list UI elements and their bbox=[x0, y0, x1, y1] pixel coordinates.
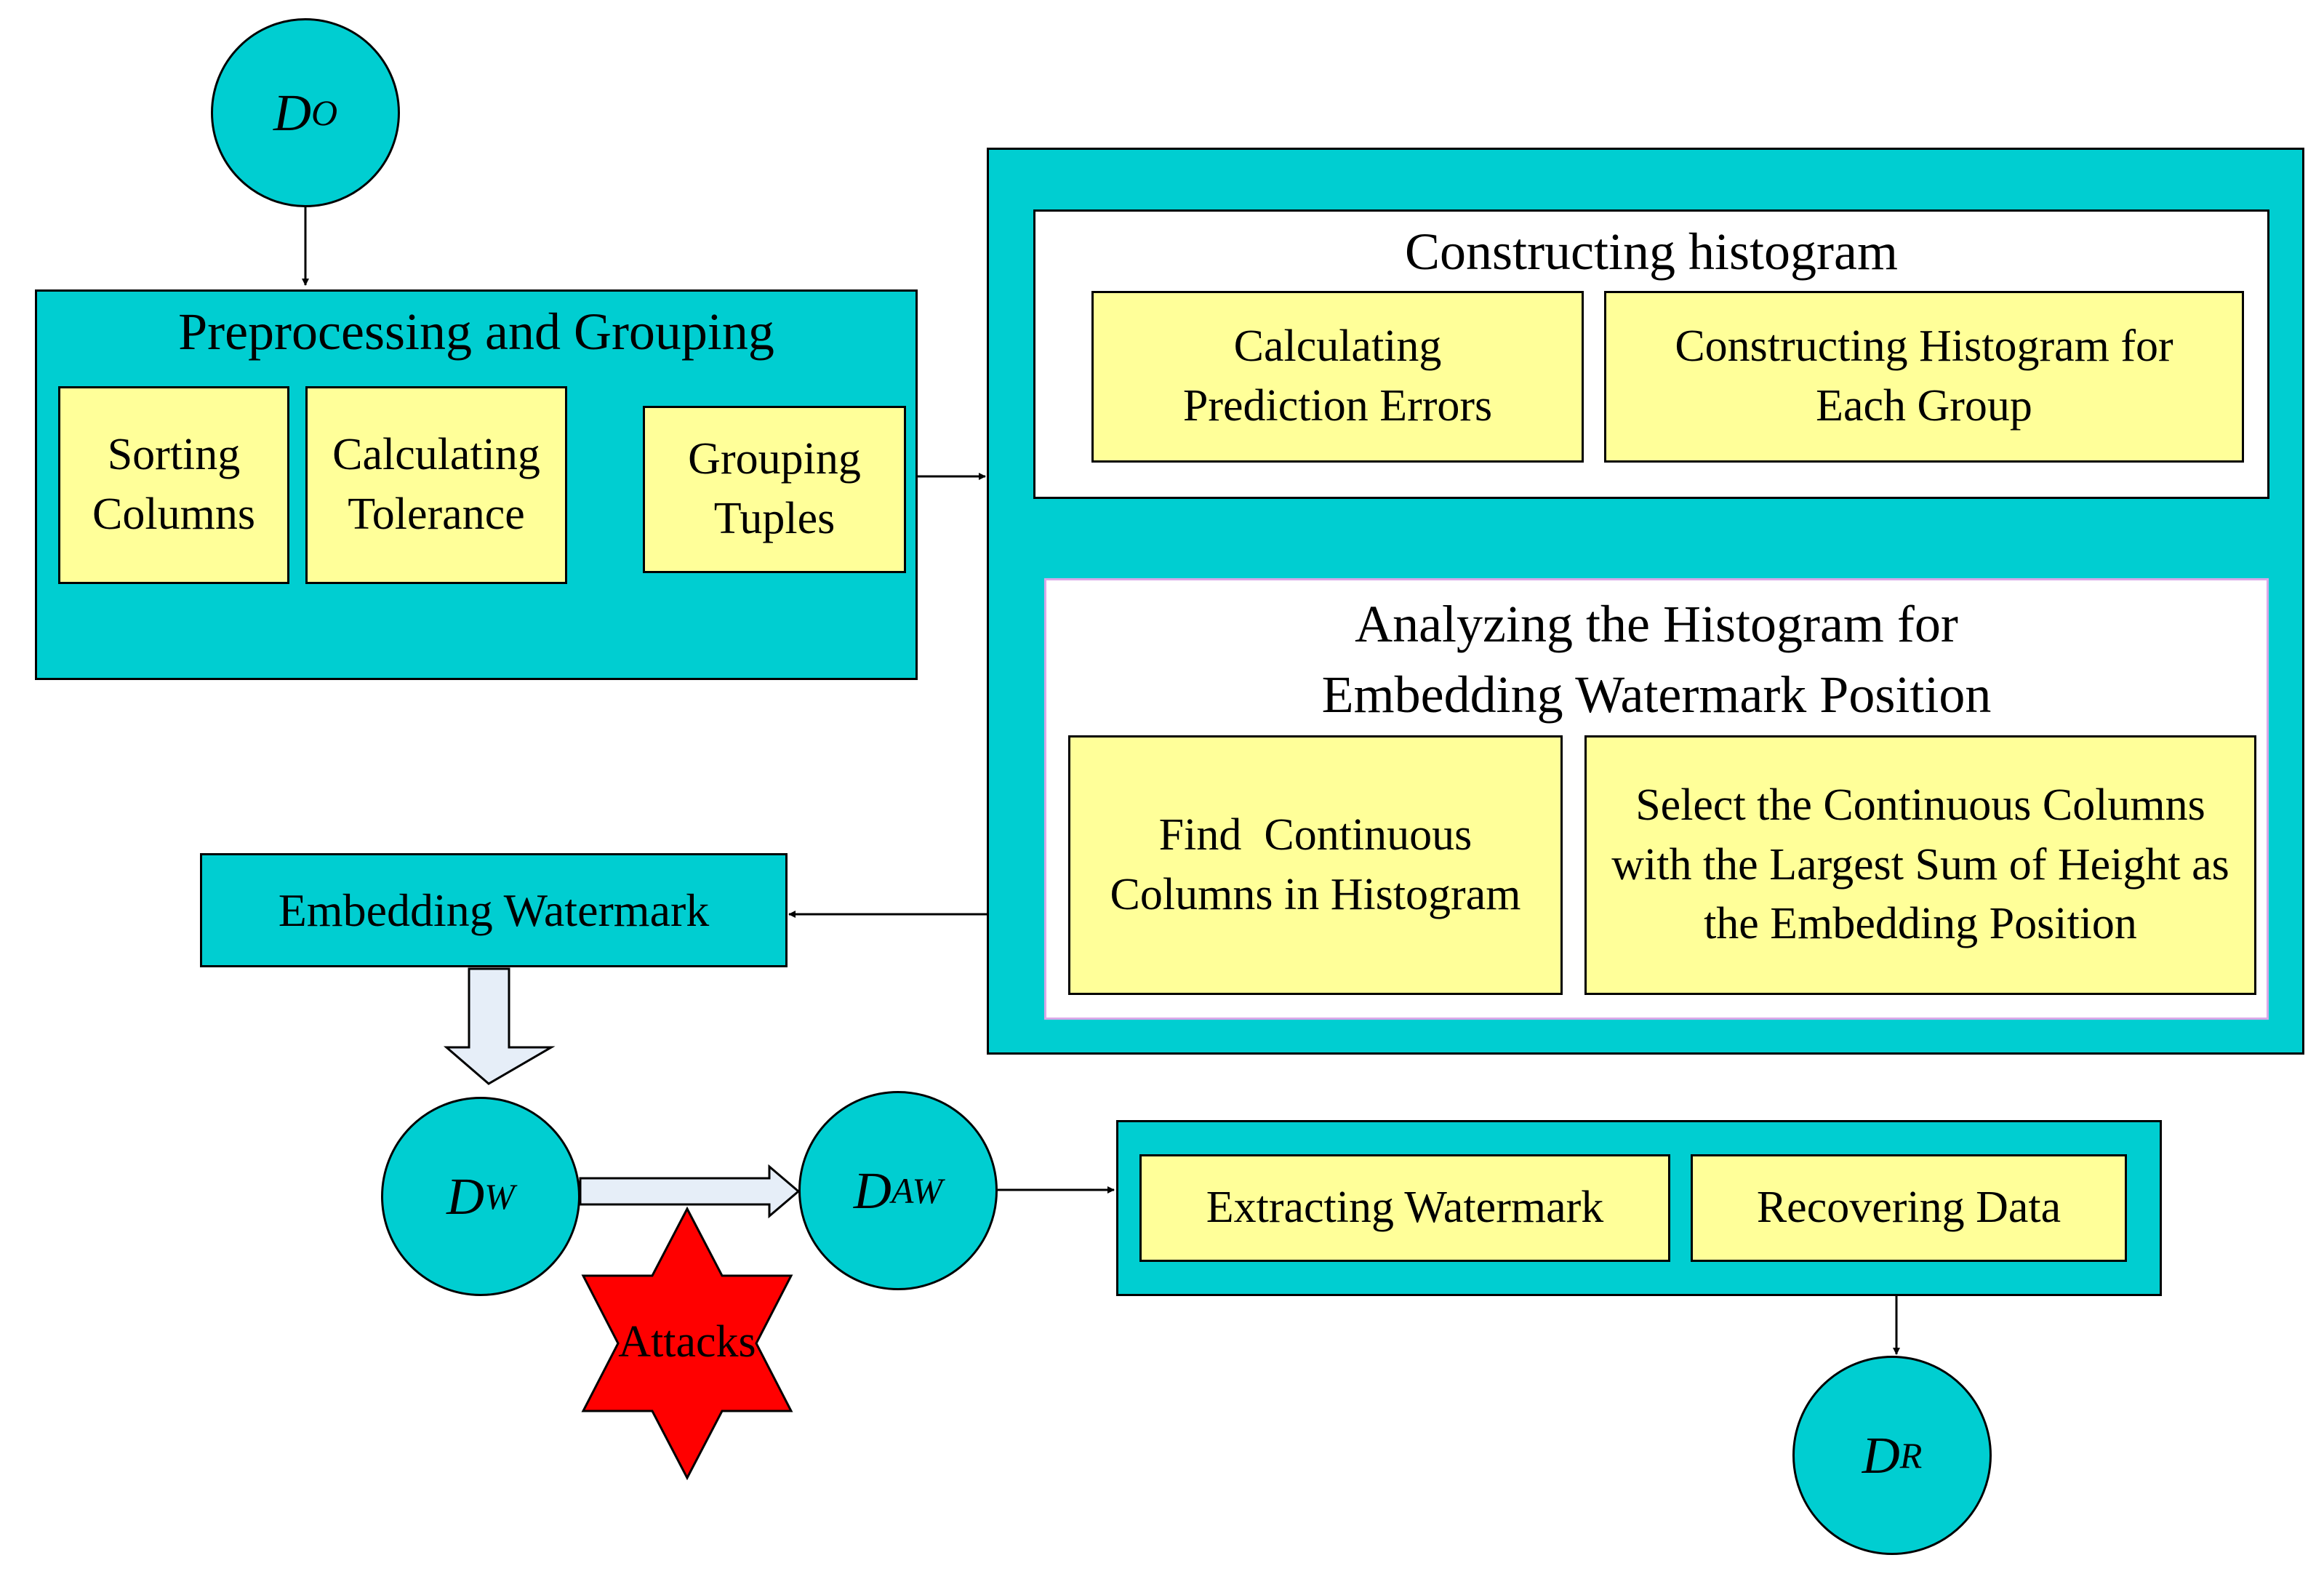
construct-histogram-label: Constructing Histogram for Each Group bbox=[1675, 321, 2173, 431]
node-daw-sub: AW bbox=[891, 1170, 943, 1211]
node-do-main: D bbox=[273, 83, 311, 142]
node-do-sub: O bbox=[310, 92, 338, 133]
recovering-data-box: Recovering Data bbox=[1691, 1154, 2127, 1262]
select-continuous-label: Select the Continuous Columns with the L… bbox=[1611, 780, 2229, 949]
preprocessing-title: Preprocessing and Grouping bbox=[178, 303, 774, 361]
node-daw-main: D bbox=[853, 1161, 891, 1220]
calculating-tolerance-box: Calculating Tolerance bbox=[305, 386, 567, 584]
node-dr-sub: R bbox=[1899, 1435, 1923, 1476]
embedding-watermark-label: Embedding Watermark bbox=[278, 884, 710, 936]
prediction-errors-label: Calculating Prediction Errors bbox=[1182, 321, 1493, 431]
constructing-histogram-title: Constructing histogram bbox=[1405, 223, 1898, 281]
node-dw-sub: W bbox=[484, 1176, 515, 1217]
analyzing-histogram-title: Analyzing the Histogram for Embedding Wa… bbox=[1321, 595, 1992, 724]
extracting-watermark-label: Extracting Watermark bbox=[1206, 1183, 1604, 1233]
embedding-watermark-box: Embedding Watermark bbox=[200, 853, 788, 967]
construct-histogram-box: Constructing Histogram for Each Group bbox=[1604, 291, 2244, 463]
grouping-tuples-box: Grouping Tuples bbox=[643, 406, 906, 573]
hollow-arrow-dw-to-daw bbox=[579, 1164, 801, 1219]
prediction-errors-box: Calculating Prediction Errors bbox=[1091, 291, 1584, 463]
attacks-label: Attacks bbox=[618, 1317, 756, 1367]
calculating-tolerance-label: Calculating Tolerance bbox=[332, 430, 540, 539]
node-dw-main: D bbox=[446, 1167, 485, 1226]
recovering-data-label: Recovering Data bbox=[1756, 1183, 2061, 1233]
node-dr-main: D bbox=[1862, 1426, 1900, 1484]
hollow-arrow-embedding-to-dw bbox=[443, 967, 556, 1085]
find-continuous-box: Find Continuous Columns in Histogram bbox=[1068, 735, 1563, 995]
select-continuous-box: Select the Continuous Columns with the L… bbox=[1584, 735, 2256, 995]
extracting-watermark-box: Extracting Watermark bbox=[1139, 1154, 1670, 1262]
sorting-columns-label: Sorting Columns bbox=[92, 430, 255, 539]
sorting-columns-box: Sorting Columns bbox=[58, 386, 289, 584]
find-continuous-label: Find Continuous Columns in Histogram bbox=[1110, 810, 1521, 919]
grouping-tuples-label: Grouping Tuples bbox=[688, 434, 861, 543]
